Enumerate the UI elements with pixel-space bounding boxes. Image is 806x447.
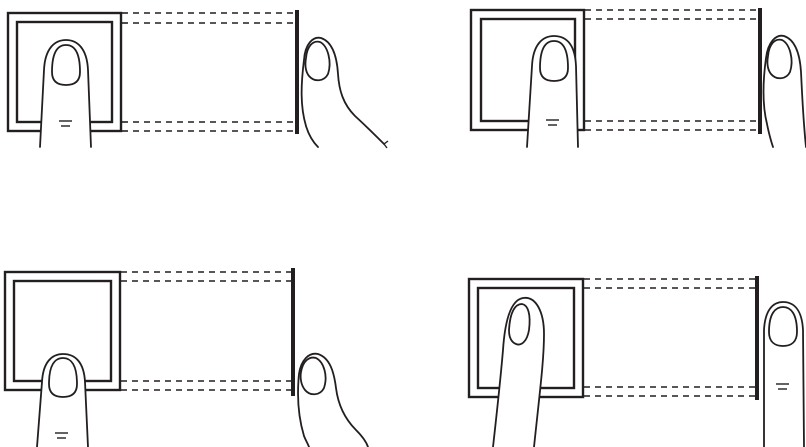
panel-top-right: [469, 8, 806, 148]
fingernail-icon: [48, 357, 78, 398]
fingernail-side-icon: [304, 40, 331, 82]
finger-tilted-icon: [492, 297, 545, 447]
fingertip-curl: [383, 140, 389, 149]
fingernail-icon: [539, 40, 569, 82]
fingernail-icon: [768, 306, 798, 347]
fingernail-side-icon: [299, 356, 327, 396]
panel-top-left: [6, 10, 389, 149]
fingernail-icon: [51, 44, 81, 86]
fingernail-side-icon: [766, 38, 793, 80]
panel-bottom-right: [467, 276, 805, 447]
fingernail-icon: [508, 303, 531, 346]
panel-bottom-left: [3, 268, 369, 447]
